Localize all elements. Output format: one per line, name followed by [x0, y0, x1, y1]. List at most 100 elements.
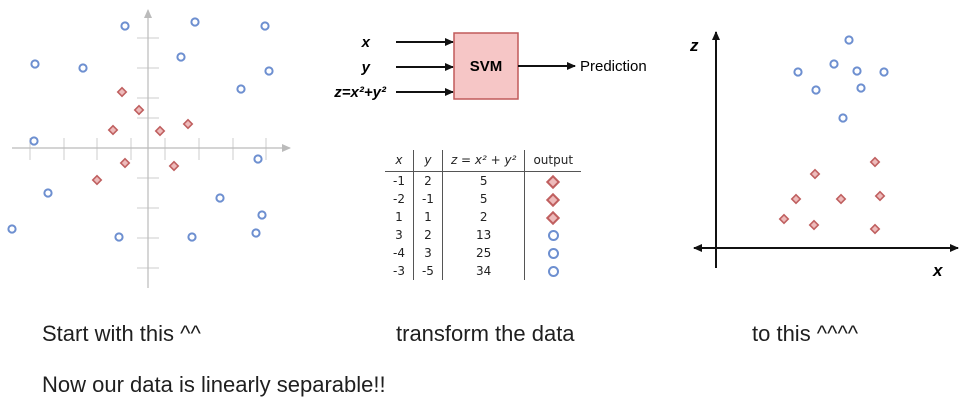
table-cell-y: 2 — [413, 171, 443, 190]
table-cell-x: 1 — [385, 208, 414, 226]
circle-point — [260, 21, 270, 31]
diamond-point — [116, 86, 128, 98]
input-x-label: x — [361, 34, 371, 51]
table-cell-y: 2 — [413, 226, 443, 244]
diamond-point — [869, 156, 881, 168]
right-z-axis-label: z — [689, 36, 699, 55]
table-cell-z: 25 — [442, 244, 526, 262]
circle-point — [190, 17, 200, 27]
circle-point — [43, 188, 53, 198]
circle-point — [114, 232, 124, 242]
table-header-y: y — [413, 150, 443, 172]
diamond-point — [168, 160, 180, 172]
diamond-point — [778, 213, 790, 225]
diamond-point — [874, 190, 886, 202]
circle-point — [7, 224, 17, 234]
diamond-point — [809, 168, 821, 180]
circle-marker-icon — [547, 230, 559, 241]
table-header-output: output — [524, 150, 582, 172]
svm-pipeline: x y z=x²+y² SVM Prediction — [333, 32, 647, 101]
circle-point — [120, 21, 130, 31]
diamond-point — [133, 104, 145, 116]
prediction-label: Prediction — [580, 58, 647, 75]
caption-conclusion: Now our data is linearly separable!! — [42, 372, 386, 397]
right-plot-points — [778, 35, 889, 235]
input-y-label: y — [361, 59, 371, 76]
diamond-point — [790, 193, 802, 205]
circle-point — [30, 59, 40, 69]
circle-point — [29, 136, 39, 146]
diamond-marker-icon — [546, 192, 561, 207]
table-cell-y: -5 — [413, 262, 443, 280]
diamond-point — [182, 118, 194, 130]
table-cell-y: -1 — [413, 190, 443, 208]
circle-point — [829, 59, 839, 69]
table-cell-output — [525, 190, 581, 208]
table-cell-y: 3 — [413, 244, 443, 262]
table-header-row: x y z = x² + y² output — [385, 150, 582, 172]
circle-point — [257, 210, 267, 220]
table-cell-x: -3 — [385, 262, 414, 280]
table-cell-x: -2 — [385, 190, 414, 208]
left-plot-points — [7, 17, 274, 242]
input-z-label: z=x²+y² — [333, 84, 387, 101]
circle-marker-icon — [547, 248, 559, 259]
circle-point — [176, 52, 186, 62]
table-cell-output — [525, 262, 581, 280]
circle-point — [264, 66, 274, 76]
diamond-point — [119, 157, 131, 169]
circle-point — [856, 83, 866, 93]
caption-transform: transform the data — [396, 321, 575, 346]
circle-point — [811, 85, 821, 95]
table-cell-output — [525, 226, 581, 244]
table-cell-x: -4 — [385, 244, 414, 262]
diamond-point — [154, 125, 166, 137]
table-header-z: z = x² + y² — [442, 150, 526, 172]
right-scatter-plot: z x — [689, 31, 959, 280]
diamond-marker-icon — [546, 174, 561, 189]
diamond-point — [808, 219, 820, 231]
table-cell-output — [525, 244, 581, 262]
table-cell-z: 34 — [442, 262, 526, 280]
circle-marker-icon — [547, 266, 559, 277]
circle-point — [78, 63, 88, 73]
table-cell-z: 5 — [442, 190, 526, 208]
table-cell-z: 2 — [442, 208, 526, 226]
table-cell-y: 1 — [413, 208, 443, 226]
table-cell-output — [525, 172, 581, 191]
circle-point — [838, 113, 848, 123]
svm-box — [453, 32, 519, 100]
circle-point — [253, 154, 263, 164]
table-cell-z: 13 — [442, 226, 526, 244]
diamond-marker-icon — [546, 210, 561, 225]
circle-point — [852, 66, 862, 76]
circle-point — [187, 232, 197, 242]
table-header-x: x — [385, 150, 414, 172]
table-cell-z: 5 — [442, 171, 526, 190]
circle-point — [879, 67, 889, 77]
caption-to-this: to this ^^^^ — [752, 321, 859, 346]
right-x-axis-label: x — [932, 261, 944, 280]
circle-point — [793, 67, 803, 77]
diamond-point — [835, 193, 847, 205]
diamond-point — [107, 124, 119, 136]
caption-start: Start with this ^^ — [42, 321, 201, 346]
svm-box-label: SVM — [470, 58, 503, 75]
left-scatter-plot — [7, 9, 291, 288]
table-cell-x: 3 — [385, 226, 414, 244]
table-cell-x: -1 — [385, 171, 414, 190]
diamond-point — [91, 174, 103, 186]
circle-point — [236, 84, 246, 94]
circle-point — [844, 35, 854, 45]
circle-point — [215, 193, 225, 203]
table-cell-output — [525, 208, 581, 226]
